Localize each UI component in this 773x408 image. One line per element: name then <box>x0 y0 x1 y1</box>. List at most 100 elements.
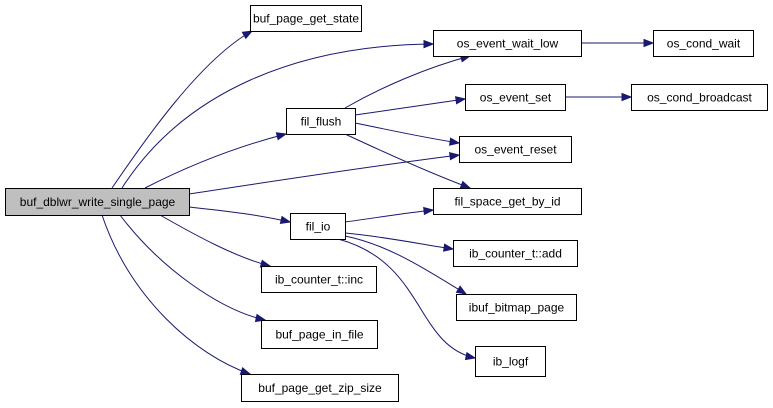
node-label: buf_dblwr_write_single_page <box>20 195 176 209</box>
arrowhead-icon <box>621 92 633 102</box>
edge-line <box>354 98 466 116</box>
node-label: buf_page_in_file <box>275 328 363 342</box>
node-box <box>250 5 362 32</box>
node-os-event-set[interactable]: os_event_set <box>465 84 566 111</box>
node-fil-flush[interactable]: fil_flush <box>286 108 356 135</box>
node-label: os_event_reset <box>474 143 557 157</box>
arrowhead-icon <box>643 38 655 48</box>
edge-line <box>159 214 271 267</box>
edge-line <box>119 214 266 321</box>
edge-buf_dblwr_write_single_page-to-buf_page_get_zip_size <box>101 214 252 375</box>
node-box <box>475 346 546 377</box>
edge-buf_dblwr_write_single_page-to-buf_page_get_state <box>111 30 254 189</box>
edge-line <box>354 122 460 144</box>
arrowhead-icon <box>459 180 472 189</box>
node-buf-page-in-file[interactable]: buf_page_in_file <box>261 320 378 349</box>
arrowhead-icon <box>275 132 288 141</box>
edge-buf_dblwr_write_single_page-to-os_event_reset <box>188 152 461 195</box>
edge-line <box>344 133 471 189</box>
arrowhead-icon <box>443 243 455 252</box>
node-box <box>456 294 577 321</box>
edge-line <box>111 30 253 189</box>
edge-line <box>188 154 460 195</box>
edge-line <box>344 55 471 109</box>
edge-line <box>344 232 454 250</box>
arrowhead-icon <box>423 39 435 49</box>
edge-os_event_set-to-os_cond_broadcast <box>564 92 633 102</box>
arrowhead-icon <box>449 152 461 161</box>
node-fil-io[interactable]: fil_io <box>290 213 346 240</box>
edge-fil_io-to-ibuf_bitmap_page <box>344 235 468 295</box>
node-ib-counter-t-inc[interactable]: ib_counter_t::inc <box>261 266 377 293</box>
edge-fil_flush-to-os_event_wait_low <box>344 54 472 109</box>
arrowhead-icon <box>449 137 461 146</box>
node-box <box>631 84 768 111</box>
node-box <box>290 213 346 240</box>
edge-line <box>344 235 467 295</box>
arrowhead-icon <box>455 96 467 105</box>
edge-buf_dblwr_write_single_page-to-fil_io <box>188 206 292 225</box>
node-label: ibuf_bitmap_page <box>469 301 565 315</box>
node-fil-space-get-by-id[interactable]: fil_space_get_by_id <box>433 188 582 215</box>
node-box <box>653 30 754 57</box>
arrowhead-icon <box>241 30 254 40</box>
node-label: os_event_set <box>480 91 552 105</box>
node-ib-counter-t-add[interactable]: ib_counter_t::add <box>453 240 578 267</box>
node-os-event-wait-low[interactable]: os_event_wait_low <box>433 30 582 57</box>
arrowhead-icon <box>279 215 292 225</box>
node-label: os_cond_broadcast <box>647 91 752 105</box>
node-buf-dblwr-write-single-page[interactable]: buf_dblwr_write_single_page <box>5 188 190 216</box>
edge-line <box>337 238 476 359</box>
node-box <box>261 320 378 349</box>
arrowhead-icon <box>423 206 435 216</box>
node-os-cond-broadcast[interactable]: os_cond_broadcast <box>631 84 768 111</box>
node-ib-logf[interactable]: ib_logf <box>475 346 546 377</box>
node-box <box>261 266 377 293</box>
node-label: buf_page_get_state <box>253 12 359 26</box>
node-label: fil_space_get_by_id <box>454 195 560 209</box>
node-box <box>465 84 566 111</box>
edge-line <box>101 214 251 375</box>
arrowhead-icon <box>464 351 477 361</box>
node-box <box>241 374 399 402</box>
node-label: os_event_wait_low <box>457 37 559 51</box>
arrowhead-icon <box>455 285 468 295</box>
edge-line <box>188 206 291 223</box>
node-label: ib_logf <box>493 355 529 369</box>
node-label: ib_counter_t::add <box>469 247 562 261</box>
node-box <box>433 30 582 57</box>
node-os-cond-wait[interactable]: os_cond_wait <box>653 30 754 57</box>
edge-fil_io-to-fil_space_get_by_id <box>344 206 435 223</box>
node-box <box>5 188 190 216</box>
edge-buf_dblwr_write_single_page-to-ib_counter_t_inc <box>159 214 272 268</box>
node-box <box>433 188 582 215</box>
node-label: fil_io <box>306 220 331 234</box>
edge-line <box>344 209 434 223</box>
arrowhead-icon <box>239 366 252 375</box>
node-box <box>453 240 578 267</box>
node-os-event-reset[interactable]: os_event_reset <box>459 136 572 163</box>
edge-fil_io-to-ib_counter_t_add <box>344 232 455 252</box>
node-label: ib_counter_t::inc <box>275 273 363 287</box>
nodes-layer: buf_dblwr_write_single_page buf_page_get_… <box>5 5 768 402</box>
edge-os_event_wait_low-to-os_cond_wait <box>581 38 655 48</box>
node-label: fil_flush <box>301 115 342 129</box>
edge-buf_dblwr_write_single_page-to-buf_page_in_file <box>119 214 267 323</box>
node-label: buf_page_get_zip_size <box>258 381 382 395</box>
edge-fil_flush-to-os_event_reset <box>354 122 461 146</box>
node-buf-page-get-zip-size[interactable]: buf_page_get_zip_size <box>241 374 399 402</box>
edge-fil_flush-to-os_event_set <box>354 96 467 116</box>
edge-line <box>144 133 287 189</box>
edge-buf_dblwr_write_single_page-to-fil_flush <box>144 132 288 189</box>
edge-line <box>121 43 434 189</box>
node-box <box>459 136 572 163</box>
edge-fil_io-to-ib_logf <box>337 238 477 361</box>
node-buf-page-get-state[interactable]: buf_page_get_state <box>250 5 362 32</box>
node-ibuf-bitmap-page[interactable]: ibuf_bitmap_page <box>456 294 577 321</box>
node-label: os_cond_wait <box>667 37 741 51</box>
edges-layer <box>101 30 655 375</box>
edge-buf_dblwr_write_single_page-to-os_event_wait_low <box>121 39 435 189</box>
arrowhead-icon <box>254 313 267 323</box>
node-box <box>286 108 356 135</box>
